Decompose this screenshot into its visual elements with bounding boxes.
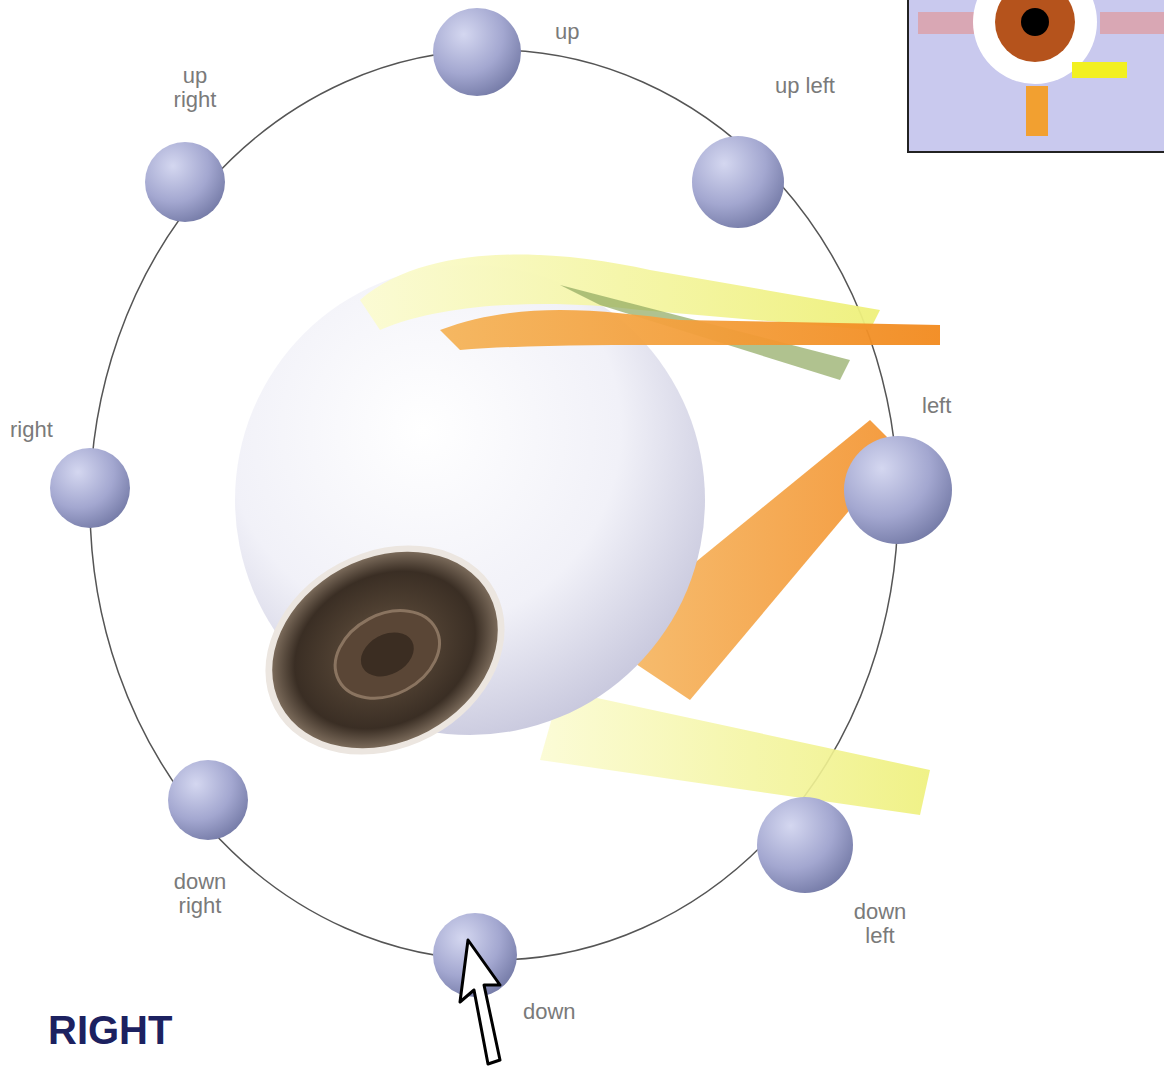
label-slot: down right [160,870,240,918]
direction-label: up right [160,64,230,112]
label-slot: up left [773,74,837,98]
direction-label: down [523,1000,593,1024]
label-slot: RIGHT [48,1010,248,1050]
label-slot: right [10,418,70,442]
direction-label: right [10,418,70,442]
label-slot: up right [160,64,230,112]
label-slot: down left [845,900,915,948]
direction-label: up left [773,74,837,98]
direction-label: down left [845,900,915,948]
direction-label: up [555,20,615,44]
direction-label: left [922,394,982,418]
direction-label: down right [160,870,240,918]
label-slot: down [523,1000,593,1024]
eye-side-label: RIGHT [48,1010,248,1050]
label-slot: left [922,394,982,418]
label-slot: up [555,20,615,44]
